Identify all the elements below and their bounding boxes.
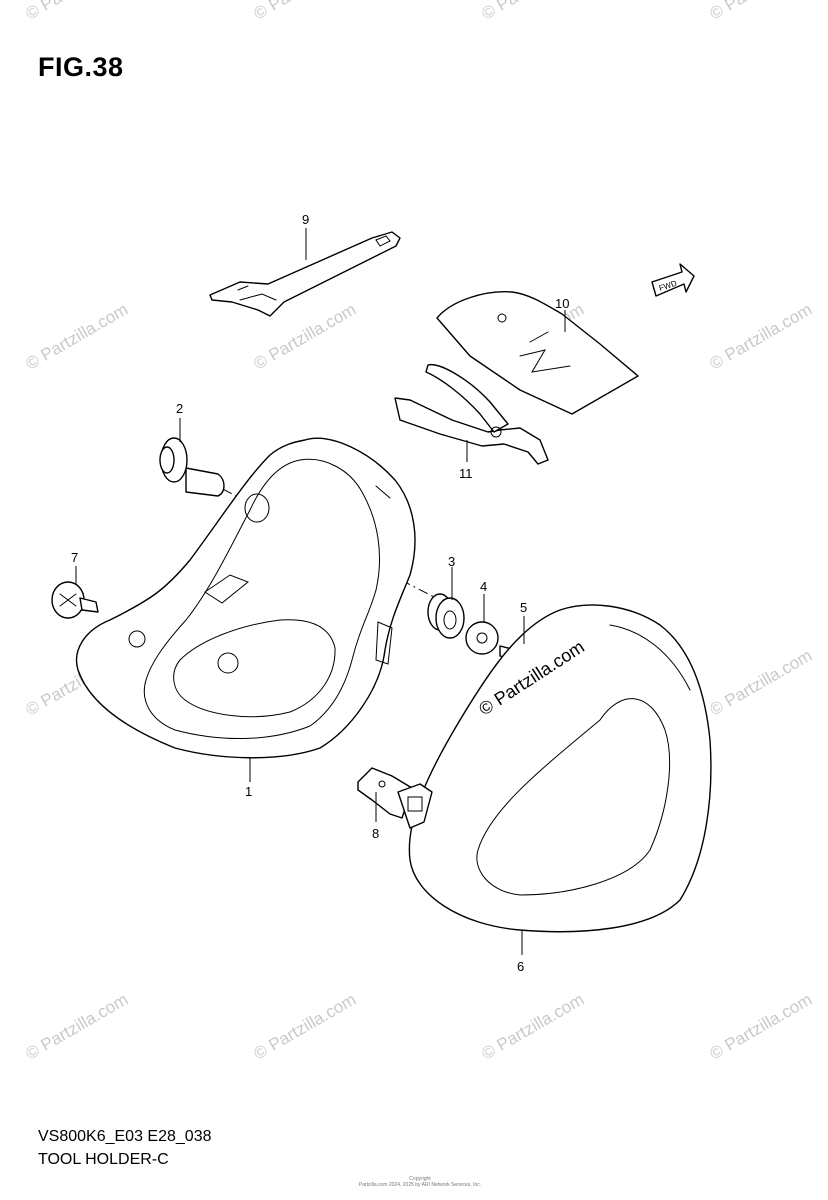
part-4-washer [465, 621, 499, 655]
callout-11: 11 [459, 466, 473, 481]
watermark-text: © Partzilla.com [479, 990, 588, 1064]
part-1-tool-holder [75, 437, 416, 759]
part-10-tool-bag [436, 291, 639, 415]
fwd-direction-mark: FWD [651, 263, 695, 297]
callout-6: 6 [517, 959, 524, 974]
watermark-text: © Partzilla.com [479, 0, 588, 23]
watermark-layer: © Partzilla.com © Partzilla.com © Partzill… [23, 0, 816, 1063]
callout-1: 1 [245, 784, 252, 799]
leader-lines [75, 228, 566, 955]
watermark-text: © Partzilla.com [707, 646, 816, 720]
watermark-text: © Partzilla.com [23, 300, 132, 374]
copyright-line-2: Partzilla.com 2024, 2025 by ARI Network … [358, 1182, 482, 1188]
callout-9: 9 [302, 212, 309, 227]
callout-7: 7 [71, 550, 78, 565]
callout-3: 3 [448, 554, 455, 569]
callout-2: 2 [176, 401, 183, 416]
callout-8: 8 [372, 826, 379, 841]
copyright-line-1: Copyright [409, 1176, 431, 1182]
part-3-grommet [427, 593, 465, 639]
part-8-clip [357, 767, 433, 829]
watermark-text: © Partzilla.com [23, 990, 132, 1064]
part-6-cover [408, 604, 712, 933]
watermark-text: © Partzilla.com [707, 990, 816, 1064]
figure-code: VS800K6_E03 E28_038 [38, 1128, 212, 1145]
figure-name: TOOL HOLDER-C [38, 1151, 169, 1168]
callout-numbers: 1 2 3 4 5 6 7 8 9 10 11 [71, 212, 569, 974]
part-11-pliers [394, 364, 549, 465]
callout-5: 5 [520, 600, 527, 615]
watermark-text: © Partzilla.com [707, 0, 816, 23]
figure-title: FIG.38 [38, 52, 124, 82]
part-7-screw [51, 581, 99, 619]
part-9-strap [209, 231, 401, 317]
callout-4: 4 [480, 579, 487, 594]
callout-10: 10 [555, 296, 569, 311]
watermark-text: © Partzilla.com [23, 0, 132, 23]
watermark-text: © Partzilla.com [251, 0, 360, 23]
copyright-note: Copyright Partzilla.com 2024, 2025 by AR… [340, 1176, 500, 1188]
watermark-text: © Partzilla.com [251, 990, 360, 1064]
part-2-collar [159, 437, 225, 497]
watermark-text: © Partzilla.com [707, 300, 816, 374]
